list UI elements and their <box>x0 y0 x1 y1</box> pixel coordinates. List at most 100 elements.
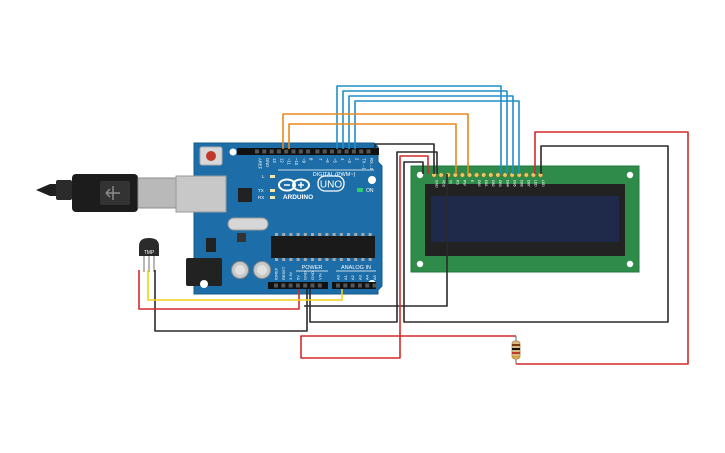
lcd-pin-label: DB7 <box>527 180 531 187</box>
wire-orange[interactable] <box>282 113 469 174</box>
lcd-screen <box>431 196 619 242</box>
tmp-temperature-sensor[interactable]: TMP <box>139 238 159 272</box>
analog-pin[interactable] <box>365 283 370 288</box>
digital-pin[interactable] <box>366 149 371 154</box>
digital-pin[interactable] <box>291 149 296 154</box>
analog-pin-label: A3 <box>357 274 362 280</box>
lcd-pin-label: RS <box>456 180 460 185</box>
power-pin[interactable] <box>303 283 308 288</box>
l-led-label: L <box>262 174 265 179</box>
chip-leg <box>354 233 358 236</box>
digital-pin[interactable] <box>330 149 334 154</box>
dc-power-jack <box>186 258 222 286</box>
power-pin[interactable] <box>281 283 286 288</box>
wire-blue[interactable] <box>354 100 520 174</box>
digital-pin[interactable] <box>269 149 274 154</box>
usb-cable[interactable] <box>36 174 179 212</box>
digital-pin[interactable] <box>306 149 311 154</box>
wires[interactable] <box>138 85 689 365</box>
lcd-pin[interactable] <box>481 172 487 178</box>
lcd-mount-hole <box>626 260 634 268</box>
mount-hole <box>368 176 376 184</box>
digital-pin[interactable] <box>337 149 342 154</box>
wire-black[interactable] <box>309 151 438 323</box>
lcd-pin-label: DB1 <box>484 180 488 187</box>
digital-pin[interactable] <box>351 149 356 154</box>
power-pin[interactable] <box>295 283 300 288</box>
wire-black[interactable] <box>374 143 435 174</box>
lcd-pin[interactable] <box>502 172 508 178</box>
analog-pin-row[interactable] <box>336 283 377 288</box>
usb-icon <box>105 186 120 200</box>
wire-blue[interactable] <box>348 95 514 174</box>
chip-leg <box>303 233 307 236</box>
digital-pin[interactable] <box>322 149 327 154</box>
lcd-pin[interactable] <box>523 172 529 178</box>
digital-pin-row[interactable] <box>255 149 371 154</box>
digital-pin-label: 13 <box>272 158 277 163</box>
lcd-pin[interactable] <box>459 172 465 178</box>
power-pin-row[interactable] <box>274 283 322 288</box>
digital-pin-label: GND <box>265 158 270 167</box>
power-pin[interactable] <box>274 283 278 288</box>
chip-leg <box>368 258 372 261</box>
digital-pin[interactable] <box>276 149 281 154</box>
digital-pin-label: ~3 <box>347 158 352 163</box>
digital-pin[interactable] <box>262 149 267 154</box>
wire-red[interactable] <box>300 155 516 359</box>
tx-led-label: TX <box>258 188 264 193</box>
capacitor-top <box>235 265 245 275</box>
digital-label: DIGITAL (PWM~) <box>313 172 356 178</box>
digital-pin-label: ~5 <box>333 158 338 163</box>
lcd-pin-label: DB4 <box>505 180 509 187</box>
microcontroller-legs <box>275 233 372 261</box>
wire-red[interactable] <box>138 270 300 310</box>
wire-red[interactable] <box>516 131 689 365</box>
chip-leg <box>354 258 358 261</box>
atmega-microcontroller <box>271 236 375 258</box>
analog-pin[interactable] <box>372 283 377 288</box>
lcd-pin[interactable] <box>495 172 501 178</box>
wire-black[interactable] <box>403 145 669 323</box>
lcd-pin[interactable] <box>474 172 480 178</box>
reset-button-cap[interactable] <box>206 151 216 161</box>
resistor[interactable] <box>511 336 521 364</box>
analog-pin[interactable] <box>343 283 348 288</box>
lcd-pin[interactable] <box>438 172 444 178</box>
power-pin-label: GND <box>303 271 308 280</box>
on-led <box>357 188 363 192</box>
mount-hole <box>200 280 208 288</box>
digital-pin[interactable] <box>315 149 320 154</box>
wire-black[interactable] <box>304 174 448 307</box>
chip-leg <box>303 258 307 261</box>
power-pin[interactable] <box>310 283 315 288</box>
analog-pin[interactable] <box>350 283 355 288</box>
digital-pin-label: AREF <box>258 158 263 170</box>
digital-pin[interactable] <box>284 149 289 154</box>
wire-yellow[interactable] <box>147 270 343 301</box>
crystal-oscillator <box>227 217 269 231</box>
power-pin[interactable] <box>317 283 322 288</box>
analog-pin[interactable] <box>336 283 340 288</box>
digital-pin[interactable] <box>255 149 259 154</box>
analog-pin-label: A4 <box>365 274 370 280</box>
lcd-pin[interactable] <box>488 172 494 178</box>
lcd-pin-label: GND <box>434 180 438 188</box>
analog-pin[interactable] <box>357 283 362 288</box>
chip-leg <box>289 233 293 236</box>
small-component <box>237 233 246 242</box>
l-led <box>270 175 275 178</box>
wire-orange[interactable] <box>288 123 457 174</box>
wire-blue[interactable] <box>336 85 502 174</box>
digital-pin[interactable] <box>344 149 349 154</box>
resistor-band <box>512 352 520 354</box>
power-pin[interactable] <box>288 283 293 288</box>
wire-blue[interactable] <box>342 90 508 174</box>
digital-pin[interactable] <box>298 149 303 154</box>
digital-pin[interactable] <box>359 149 364 154</box>
tx-led <box>270 189 275 192</box>
